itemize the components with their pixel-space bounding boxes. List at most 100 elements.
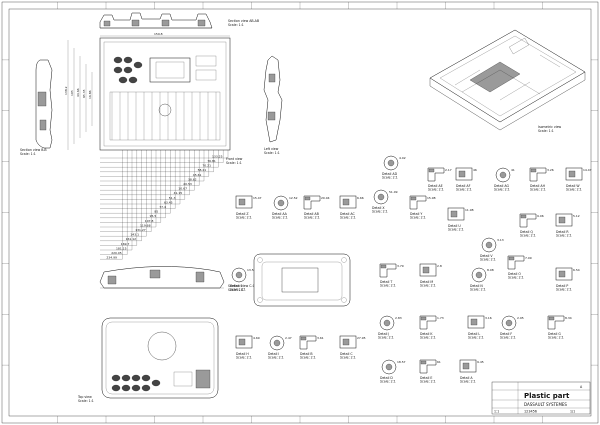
detail-name: Detail AD <box>382 172 398 176</box>
view-name: Section view AB-AB <box>228 19 259 23</box>
dimension-value: 20.53 <box>183 182 192 186</box>
view-name: Isometric view <box>538 125 562 129</box>
view-scale: Scale: 1:1 <box>228 288 244 292</box>
detail-name: Detail W <box>566 184 580 188</box>
detail-name: Detail B <box>300 352 313 356</box>
dimension-value: 2.8 <box>437 264 442 268</box>
view-name: Left view <box>264 147 279 151</box>
dimension-value: 63.45 <box>164 200 173 204</box>
detail-name: Detail Q <box>520 230 533 234</box>
dimension-value: 85 <box>154 210 158 214</box>
button-pad <box>113 66 123 74</box>
button-pad <box>121 374 131 382</box>
dimension-value: 95.35 <box>82 89 86 98</box>
dimension-value: 13.5 <box>247 268 254 272</box>
detail-name: Detail AE <box>428 184 443 188</box>
dimension-value: 1.73 <box>437 316 444 320</box>
button-pad <box>111 374 121 382</box>
detail-scale: Scale: 2:1 <box>230 288 246 292</box>
detail-name: Detail Y <box>410 212 422 216</box>
view-name: Section view B-B <box>20 148 47 152</box>
title: Plastic part <box>524 392 570 400</box>
detail-scale: Scale: 2:1 <box>380 380 396 384</box>
dimension-value: 8.34 <box>565 316 572 320</box>
detail-scale: Scale: 2:1 <box>410 216 426 220</box>
detail-scale: Scale: 2:1 <box>556 234 572 238</box>
drawing-number: 123456 <box>524 410 537 414</box>
dimension-value: 9.45 <box>477 360 484 364</box>
section-view-cc: Section view C-C Scale: 1:1 <box>99 266 256 292</box>
dimension-value: 220.05 <box>111 251 122 255</box>
detail-scale: Scale: 2:1 <box>272 216 288 220</box>
detail-scale: Scale: 2:1 <box>300 356 316 360</box>
dimension-value: 161.12 <box>126 237 137 241</box>
dimension-value: 3.13 <box>497 238 504 242</box>
dimension-value: 4.69 <box>253 336 260 340</box>
dimension-value: 95.5 <box>150 214 157 218</box>
detail-name: Detail AA <box>272 212 288 216</box>
detail-scale: Scale: 2:1 <box>340 356 356 360</box>
front-view: Front view Scale: 1:1 159.8 <box>99 32 243 165</box>
revision: A <box>580 385 583 389</box>
detail-name: Detail H <box>236 352 249 356</box>
detail-name: Detail N <box>470 284 483 288</box>
dimension-value: 41.15 <box>174 191 183 195</box>
dimension-value: 41 <box>511 168 515 172</box>
view-scale: Scale: 1:1 <box>264 151 280 155</box>
left-view: Left view Scale: 1:1 <box>263 55 283 155</box>
button-pad <box>131 384 141 392</box>
detail-name: Detail F <box>500 332 512 336</box>
boss <box>158 103 172 117</box>
dimension-value: 5.12 <box>573 214 580 218</box>
dimension-value: 2.17 <box>445 168 452 172</box>
dimension-value: 12.52 <box>289 196 298 200</box>
sheet-number: 1/1 <box>570 410 575 414</box>
isometric-view: Isometric view Scale: 1:1 <box>429 29 586 133</box>
detail-scale: Scale: 2:1 <box>378 336 394 340</box>
detail-name: Detail AC <box>340 212 356 216</box>
dimension-value: 10.67 <box>178 187 187 191</box>
button-pad <box>141 374 151 382</box>
view-scale: Scale: 1:1 <box>228 23 244 27</box>
detail-name: Detail AF <box>456 184 471 188</box>
dimension-value: 27.95 <box>357 336 366 340</box>
button-pads <box>113 55 217 84</box>
detail-name: Detail AB <box>304 212 319 216</box>
section-view-ab: Section view AB-AB Scale: 1:1 <box>99 12 259 29</box>
view-name: Section view C-C <box>228 284 256 288</box>
section-view-bb: Section view B-B Scale: 1:1 <box>20 59 53 156</box>
button-pad <box>131 374 141 382</box>
detail-name: Detail Z <box>236 212 249 216</box>
button-pad <box>128 76 138 84</box>
button-pad <box>118 76 128 84</box>
detail-name: Detail K <box>420 332 433 336</box>
detail-scale: Scale: 2:1 <box>460 380 476 384</box>
detail-scale: Scale: 2:1 <box>420 336 436 340</box>
detail-scale: Scale: 2:1 <box>372 210 388 214</box>
detail-scale: Scale: 2:1 <box>556 288 572 292</box>
view-scale: Scale: 1:1 <box>538 129 554 133</box>
dimension-value: 138.2 <box>64 86 68 95</box>
button-pad <box>123 56 133 64</box>
detail-name: Detail D <box>380 376 393 380</box>
detail-scale: Scale: 2:1 <box>468 336 484 340</box>
button-pad <box>113 56 123 64</box>
detail-name: Detail A <box>460 376 473 380</box>
view-scale: Scale: 1:1 <box>78 399 94 403</box>
view-name: Top view <box>77 395 92 399</box>
dimension-value: 105 <box>70 90 74 96</box>
dimension-value: 70.21 <box>202 164 211 168</box>
